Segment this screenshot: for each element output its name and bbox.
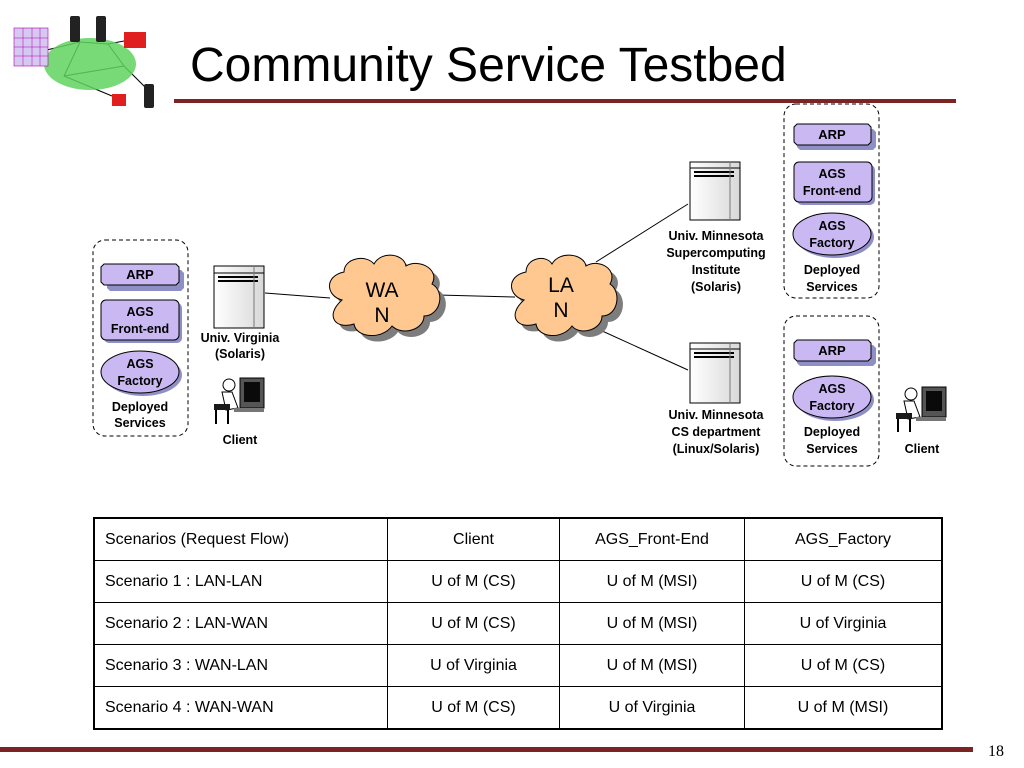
table-cell: U of M (CS): [744, 644, 943, 687]
table-row: Scenario 4 : WAN-WAN U of M (CS) U of Vi…: [93, 686, 943, 730]
right-top-deployed-caption-1: Deployed: [804, 263, 860, 277]
svg-text:AGS: AGS: [126, 357, 153, 371]
table-row: Scenario 1 : LAN-LAN U of M (CS) U of M …: [93, 560, 943, 603]
right-bottom-arp-box: ARP: [793, 339, 876, 366]
svg-text:AGS: AGS: [818, 167, 845, 181]
cs-label-1: Univ. Minnesota: [669, 408, 765, 422]
table-cell: Scenario 1 : LAN-LAN: [93, 560, 388, 603]
svg-text:Factory: Factory: [809, 399, 854, 413]
svg-text:WA: WA: [365, 279, 398, 302]
svg-text:Factory: Factory: [117, 374, 162, 388]
virginia-server-icon: [213, 265, 265, 329]
left-deployed-caption-1: Deployed: [112, 400, 168, 414]
network-diagram: ARP AGS Front-end AGS Factory Deployed S…: [92, 103, 947, 467]
right-top-deployed-caption-2: Services: [806, 280, 857, 294]
svg-text:Factory: Factory: [809, 236, 854, 250]
virginia-label-1: Univ. Virginia: [201, 331, 281, 345]
right-bottom-deployed-caption-2: Services: [806, 442, 857, 456]
table-cell: U of M (CS): [744, 560, 943, 603]
link-lan-msi: [595, 203, 689, 263]
left-client-icon: [214, 377, 265, 424]
msi-label-4: (Solaris): [691, 280, 741, 294]
left-deployed-services-group: ARP AGS Front-end AGS Factory Deployed S…: [92, 239, 189, 437]
table-cell: U of Virginia: [387, 644, 560, 687]
right-bottom-ags-factory-ellipse: AGS Factory: [792, 375, 874, 421]
right-bottom-deployed-caption-1: Deployed: [804, 425, 860, 439]
svg-text:N: N: [374, 304, 389, 327]
right-top-deployed-services-group: ARP AGS Front-end AGS Factory Deployed S…: [783, 103, 880, 299]
cs-label-2: CS department: [672, 425, 762, 439]
page-number: 18: [988, 743, 1004, 760]
table-cell: Scenario 2 : LAN-WAN: [93, 602, 388, 645]
table-row: Scenario 3 : WAN-LAN U of Virginia U of …: [93, 644, 943, 687]
virginia-label-2: (Solaris): [215, 347, 265, 361]
table-cell: U of M (MSI): [744, 686, 943, 730]
svg-text:AGS: AGS: [818, 219, 845, 233]
svg-text:AGS: AGS: [126, 305, 153, 319]
scenarios-table: Scenarios (Request Flow) Client AGS_Fron…: [93, 517, 943, 730]
svg-text:Front-end: Front-end: [803, 184, 861, 198]
table-row: Scenario 2 : LAN-WAN U of M (CS) U of M …: [93, 602, 943, 645]
left-arp-box: ARP: [100, 263, 184, 291]
title-divider: [174, 99, 956, 103]
table-cell: U of M (MSI): [559, 560, 745, 603]
table-cell: U of Virginia: [559, 686, 745, 730]
msi-label-3: Institute: [692, 263, 741, 277]
msi-server-icon: [689, 161, 741, 221]
cs-server-icon: [689, 342, 741, 404]
table-cell: U of M (CS): [387, 560, 560, 603]
table-cell: U of Virginia: [744, 602, 943, 645]
header-cell: AGS_Factory: [744, 517, 943, 561]
left-ags-factory-ellipse: AGS Factory: [100, 350, 182, 396]
svg-text:N: N: [553, 299, 568, 322]
right-top-arp-box: ARP: [793, 123, 876, 150]
table-cell: U of M (CS): [387, 686, 560, 730]
right-client-icon: [896, 386, 947, 432]
table-cell: U of M (CS): [387, 602, 560, 645]
lan-cloud: LA N: [511, 254, 623, 342]
svg-text:LA: LA: [548, 274, 574, 297]
header-cell: AGS_Front-End: [559, 517, 745, 561]
header-cell: Scenarios (Request Flow): [93, 517, 388, 561]
link-virginia-wan: [264, 292, 331, 299]
msi-label-1: Univ. Minnesota: [669, 229, 765, 243]
table-cell: U of M (MSI): [559, 602, 745, 645]
wan-cloud: WA N: [329, 254, 446, 342]
right-bottom-deployed-services-group: ARP AGS Factory Deployed Services: [783, 315, 880, 467]
svg-text:ARP: ARP: [818, 343, 846, 358]
footer-divider: [0, 747, 973, 752]
right-client-label: Client: [905, 442, 941, 456]
network-links: [264, 203, 689, 371]
header-cell: Client: [387, 517, 560, 561]
svg-text:AGS: AGS: [818, 382, 845, 396]
table-cell: Scenario 3 : WAN-LAN: [93, 644, 388, 687]
slide-title: Community Service Testbed: [190, 39, 787, 92]
right-top-ags-factory-ellipse: AGS Factory: [792, 212, 874, 258]
network-logo-image: [13, 16, 154, 108]
table-cell: U of M (MSI): [559, 644, 745, 687]
table-cell: Scenario 4 : WAN-WAN: [93, 686, 388, 730]
table-header-row: Scenarios (Request Flow) Client AGS_Fron…: [93, 517, 943, 561]
left-client-label: Client: [223, 433, 259, 447]
link-lan-cs: [599, 329, 689, 371]
msi-label-2: Supercomputing: [666, 246, 765, 260]
left-deployed-caption-2: Services: [114, 416, 165, 430]
svg-text:ARP: ARP: [818, 127, 846, 142]
right-top-ags-front-end-box: AGS Front-end: [793, 161, 875, 205]
left-arp-label: ARP: [126, 267, 154, 282]
scenarios-table-container: Scenarios (Request Flow) Client AGS_Fron…: [93, 517, 943, 730]
cs-label-3: (Linux/Solaris): [673, 442, 760, 456]
left-ags-front-end-box: AGS Front-end: [100, 299, 182, 343]
svg-text:Front-end: Front-end: [111, 322, 169, 336]
link-wan-lan: [437, 294, 516, 298]
